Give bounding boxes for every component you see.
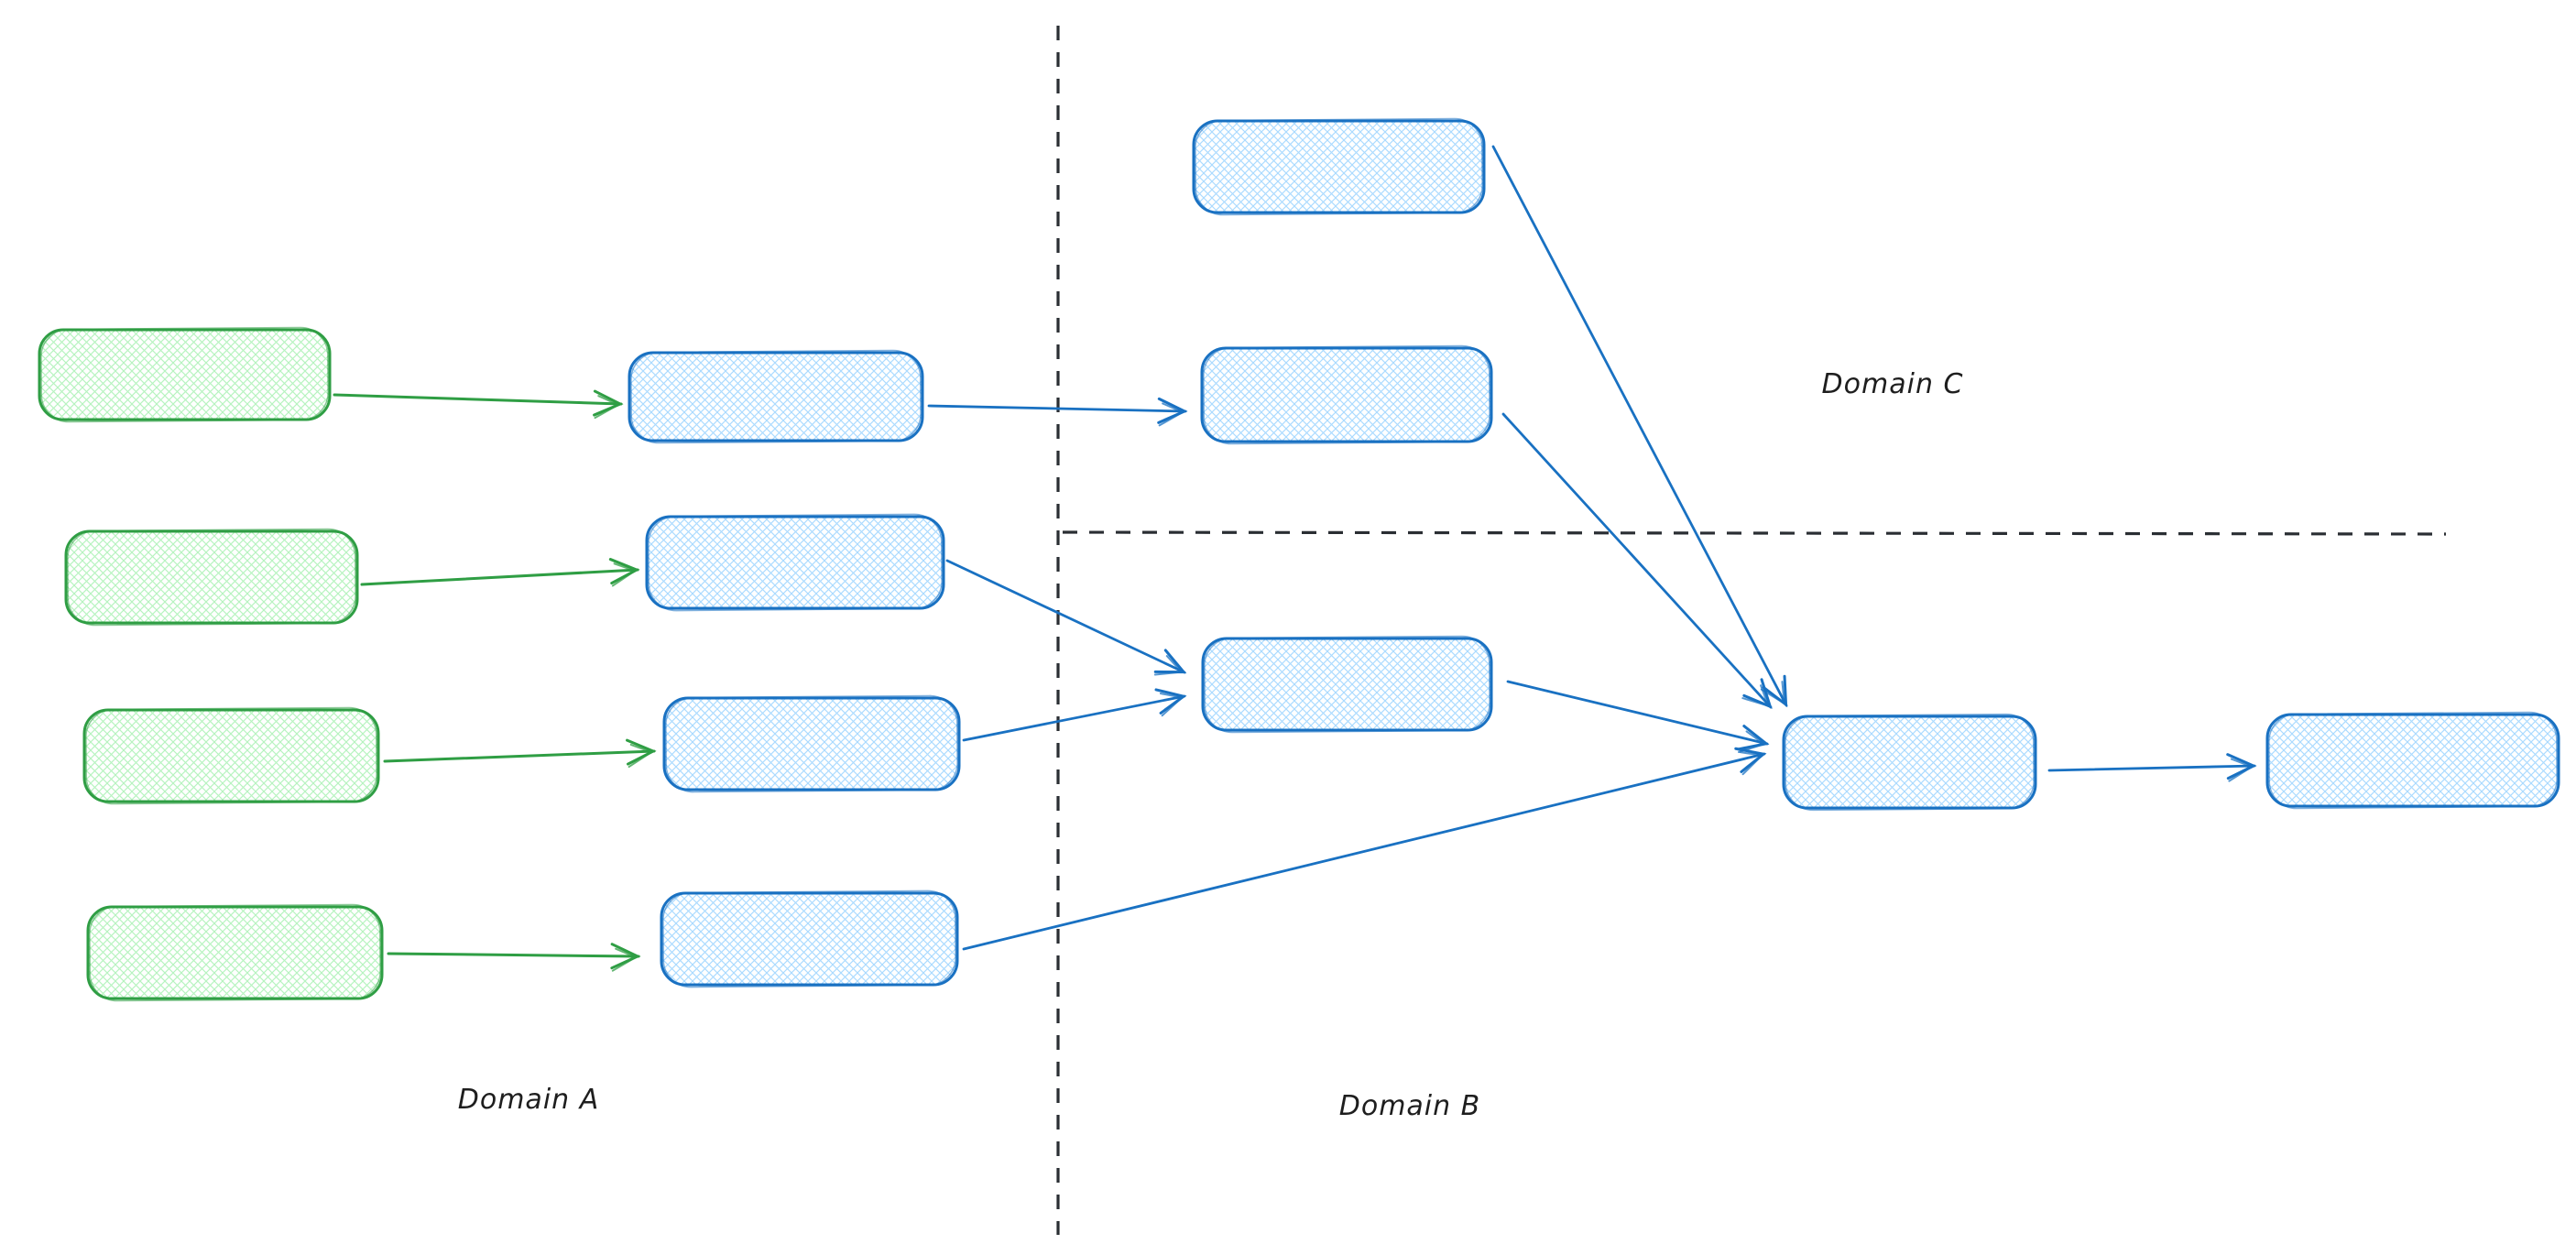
green-source-2-box [64, 529, 359, 625]
blue-b1-box-sketch-stroke [1203, 344, 1490, 445]
blue-c-top-box-sketch-stroke [1195, 117, 1483, 216]
edge-green4-to-a4 [387, 943, 641, 972]
edge-green3-to-a3 [383, 738, 657, 769]
green-source-3-box-sketch-stroke [85, 706, 377, 805]
blue-a4-node [660, 889, 959, 988]
nodes-layer [38, 117, 2560, 1002]
blue-terminal-box [2265, 713, 2560, 808]
blue-a2-box [645, 515, 945, 610]
blue-hub-box-sketch-stroke [1785, 713, 2035, 812]
blue-hub-node [1782, 713, 2037, 812]
domain-a-label: Domain A [458, 1084, 599, 1116]
edge-b1-to-hub [1501, 412, 1773, 709]
edge-ctop-to-hub [1491, 145, 1788, 708]
edge-green1-to-a1 [333, 389, 624, 420]
blue-a3-box [662, 696, 961, 791]
blue-a1-box [628, 351, 924, 442]
blue-b2-box [1201, 637, 1493, 732]
blue-a2-node [645, 513, 945, 612]
blue-c-top-box [1192, 119, 1486, 214]
blue-a3-box-sketch-stroke [665, 694, 958, 793]
blue-c-top-node [1192, 117, 1486, 216]
blue-b1-node [1200, 344, 1493, 445]
edge-a1-to-b1 [927, 397, 1188, 427]
edge-a2-to-b2 [945, 559, 1187, 676]
edge-a4-to-hub [962, 747, 1767, 951]
green-source-1-box [38, 328, 332, 421]
domain-dividers-layer [1056, 26, 2447, 1235]
blue-a1-box-sketch-stroke [630, 349, 922, 444]
edge-hub-to-terminal [2047, 753, 2257, 782]
blue-b2-box-sketch-stroke [1204, 635, 1490, 734]
blue-a1-node [628, 349, 924, 444]
blue-b2-node [1201, 635, 1493, 734]
green-source-4-node [86, 903, 384, 1002]
blue-terminal-box-sketch-stroke [2268, 711, 2558, 810]
green-source-3-node [82, 706, 380, 805]
green-source-3-box [82, 708, 380, 803]
blue-terminal-node [2265, 711, 2560, 810]
edges-layer [333, 145, 2257, 972]
edge-b2-to-hub [1506, 680, 1770, 754]
labels-layer: Domain A Domain B Domain C [458, 368, 1964, 1122]
green-source-2-node [64, 528, 359, 627]
blue-a3-node [662, 694, 961, 793]
green-source-4-box [86, 905, 384, 1000]
green-source-1-node [38, 326, 332, 423]
blue-a4-box [660, 891, 959, 987]
edge-green2-to-a2 [360, 558, 640, 587]
green-source-1-box-sketch-stroke [40, 326, 329, 423]
green-source-4-box-sketch-stroke [89, 903, 381, 1002]
domain-c-label: Domain C [1822, 368, 1964, 400]
edge-a3-to-b2 [962, 688, 1187, 742]
domain-b-label: Domain B [1339, 1090, 1481, 1122]
blue-b1-box [1200, 346, 1493, 443]
divider-horizontal [1062, 530, 2447, 536]
blue-a2-box-sketch-stroke [648, 513, 943, 612]
green-source-2-box-sketch-stroke [67, 528, 356, 627]
blue-hub-box [1782, 715, 2037, 810]
blue-a4-box-sketch-stroke [662, 889, 956, 988]
